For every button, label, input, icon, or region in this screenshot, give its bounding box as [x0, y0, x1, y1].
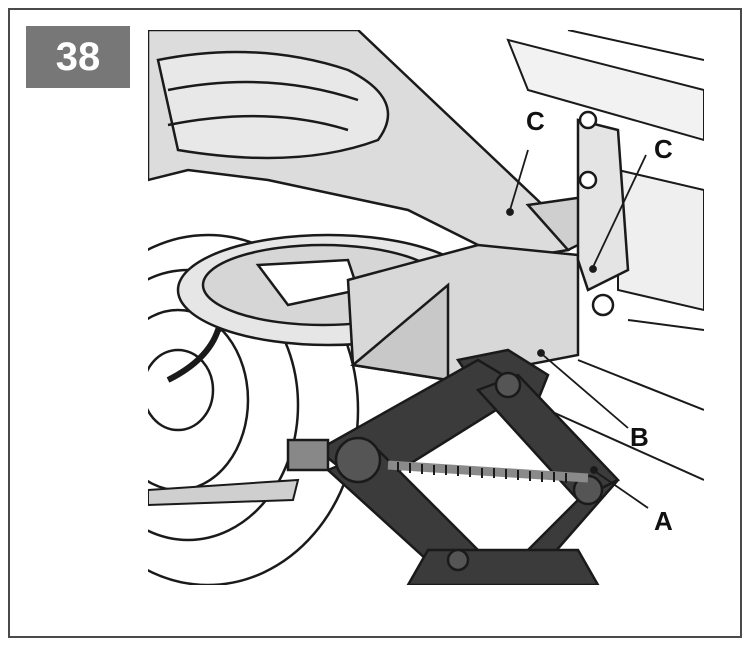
body-panel: [148, 30, 620, 262]
callout-c-right: C: [654, 134, 673, 164]
chassis-background: [506, 30, 704, 481]
scissor-jack: [286, 348, 621, 585]
callout-b: B: [630, 422, 649, 452]
scissor-jack-illustration: C C B A: [148, 30, 704, 585]
callout-a: A: [654, 506, 673, 536]
jacking-block: [346, 243, 580, 382]
callout-leaders: [506, 149, 649, 509]
frame-bracket: [576, 110, 630, 317]
jack-screw: [148, 460, 589, 507]
callout-c-left: C: [526, 106, 545, 136]
jack-illustration: C C B A: [148, 30, 704, 585]
step-number-badge: 38: [26, 26, 130, 88]
